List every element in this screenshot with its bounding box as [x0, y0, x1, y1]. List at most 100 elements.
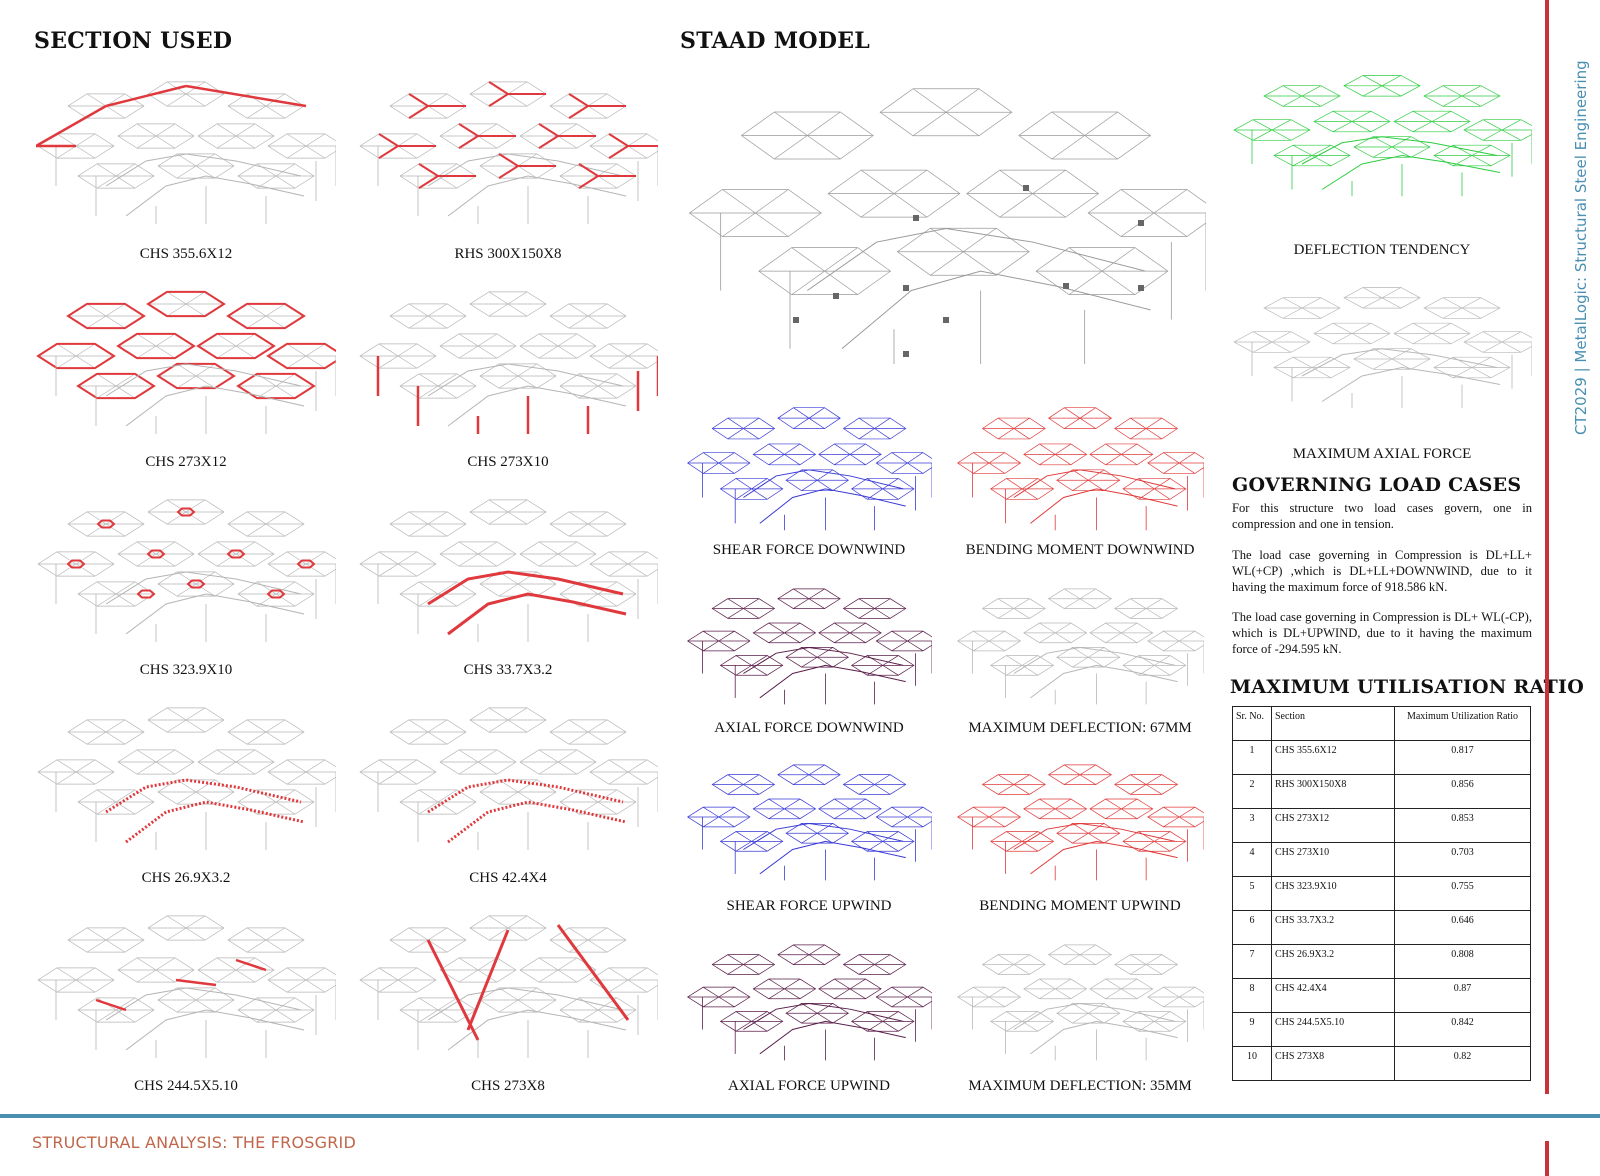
- roof-spoke: [1381, 287, 1402, 299]
- roof-spoke: [86, 303, 107, 317]
- roof-hexagon: [267, 967, 336, 993]
- roof-spoke: [75, 563, 96, 577]
- result-figure-shear-downwind: SHEAR FORCE DOWNWIND: [686, 394, 932, 564]
- roof-spoke: [1130, 964, 1147, 975]
- row-no: 1: [1232, 740, 1272, 775]
- roof-spoke: [807, 111, 841, 136]
- roof-spoke: [105, 511, 126, 525]
- roof-spoke: [1120, 212, 1155, 237]
- roof-spoke: [1381, 297, 1402, 309]
- roof-spoke: [1072, 1012, 1089, 1024]
- roof-spoke: [874, 598, 891, 609]
- result-figure-bending-downwind: BENDING MOMENT DOWNWIND: [956, 394, 1204, 564]
- roof-spoke: [1332, 121, 1353, 133]
- roof-hexagon: [1263, 85, 1341, 107]
- roof-hexagon: [157, 153, 235, 179]
- roof-hexagon: [850, 1011, 915, 1032]
- roof-spoke: [305, 759, 326, 773]
- roof-spoke: [1006, 665, 1023, 676]
- roof-spoke: [1301, 95, 1322, 107]
- roof-spoke: [477, 749, 498, 763]
- roof-hexagon: [1089, 798, 1154, 820]
- roof-hexagon: [389, 93, 467, 119]
- triangle-member: [578, 175, 599, 189]
- roof-spoke: [1391, 348, 1412, 360]
- roof-spoke: [1130, 417, 1147, 429]
- roof-spoke: [105, 315, 126, 329]
- roof-spoke: [718, 986, 735, 998]
- roof-spoke: [1079, 588, 1096, 600]
- roof-spoke: [477, 333, 498, 347]
- roof-spoke: [1431, 322, 1452, 334]
- roof-spoke: [216, 749, 237, 763]
- roof-spoke: [587, 511, 608, 525]
- roof-hexagon: [851, 478, 915, 500]
- roof-spoke: [155, 135, 176, 149]
- roof-spoke: [1130, 954, 1147, 965]
- roof-spoke: [286, 563, 307, 577]
- roof-spoke: [1442, 95, 1463, 107]
- roof-spoke: [56, 133, 77, 147]
- governing-text-3: The load case governing in Compression i…: [1232, 610, 1532, 656]
- roof-spoke: [718, 630, 735, 642]
- roof-spoke: [507, 291, 528, 305]
- roof-spoke: [75, 551, 96, 565]
- roof-spoke: [793, 944, 810, 956]
- roof-spoke: [507, 707, 528, 721]
- section-label: CHS 273X12: [145, 454, 227, 470]
- roof-hexagon: [439, 123, 517, 149]
- roof-spoke: [155, 333, 176, 347]
- roof-spoke: [801, 647, 818, 658]
- roof-hexagon: [1463, 331, 1532, 353]
- section-figure-3: CHS 273X12: [36, 276, 336, 476]
- roof-spoke: [834, 632, 851, 644]
- roof-spoke: [477, 345, 498, 359]
- roof-spoke: [275, 385, 296, 399]
- roof-hexagon: [818, 443, 882, 466]
- roof-hexagon: [197, 957, 275, 983]
- roof-spoke: [246, 719, 267, 733]
- roof-spoke: [1282, 307, 1303, 319]
- roof-spoke: [784, 622, 801, 634]
- roof-spoke: [265, 105, 286, 119]
- roof-spoke: [1179, 986, 1196, 998]
- roof-spoke: [1154, 488, 1171, 500]
- roof-spoke: [176, 791, 197, 805]
- roof-spoke: [743, 784, 760, 795]
- roof-spoke: [1292, 155, 1313, 167]
- roof-spoke: [997, 608, 1015, 619]
- roof-hexagon: [711, 417, 776, 440]
- roof-hexagon: [359, 343, 437, 369]
- roof-spoke: [1292, 367, 1313, 379]
- roof-spoke: [587, 719, 608, 733]
- roof-spoke: [743, 608, 760, 619]
- roof-spoke: [1032, 193, 1066, 218]
- roof-hexagon: [711, 774, 776, 795]
- roof-spoke: [597, 1009, 618, 1023]
- roof-hexagon: [1114, 954, 1179, 975]
- sidebar-accent-line-lower: [1545, 1141, 1549, 1176]
- roof-spoke: [56, 967, 77, 981]
- support-node: [1063, 283, 1069, 289]
- roof-spoke: [1021, 831, 1039, 842]
- roof-spoke: [538, 957, 559, 971]
- max-utilisation-heading: MAXIMUM UTILISATION RATIO: [1230, 676, 1585, 698]
- roof-spoke: [155, 761, 176, 775]
- roof-hexagon: [850, 831, 915, 852]
- roof-spoke: [988, 640, 1005, 652]
- roof-spoke: [75, 967, 96, 981]
- roof-spoke: [1412, 121, 1433, 133]
- roof-hexagon: [827, 169, 961, 218]
- roof-spoke: [1501, 119, 1522, 131]
- arch-truss: [105, 153, 302, 187]
- roof-hexagon: [711, 598, 776, 619]
- triangle-member: [418, 163, 439, 177]
- roof-hexagon: [990, 655, 1055, 676]
- roof-hexagon: [719, 1011, 784, 1032]
- roof-hexagon: [981, 774, 1046, 795]
- roof-hexagon: [1023, 798, 1088, 820]
- roof-spoke: [185, 291, 206, 305]
- roof-hexagon: [990, 1011, 1055, 1032]
- roof-hexagon: [875, 806, 932, 828]
- brace: [95, 998, 127, 1012]
